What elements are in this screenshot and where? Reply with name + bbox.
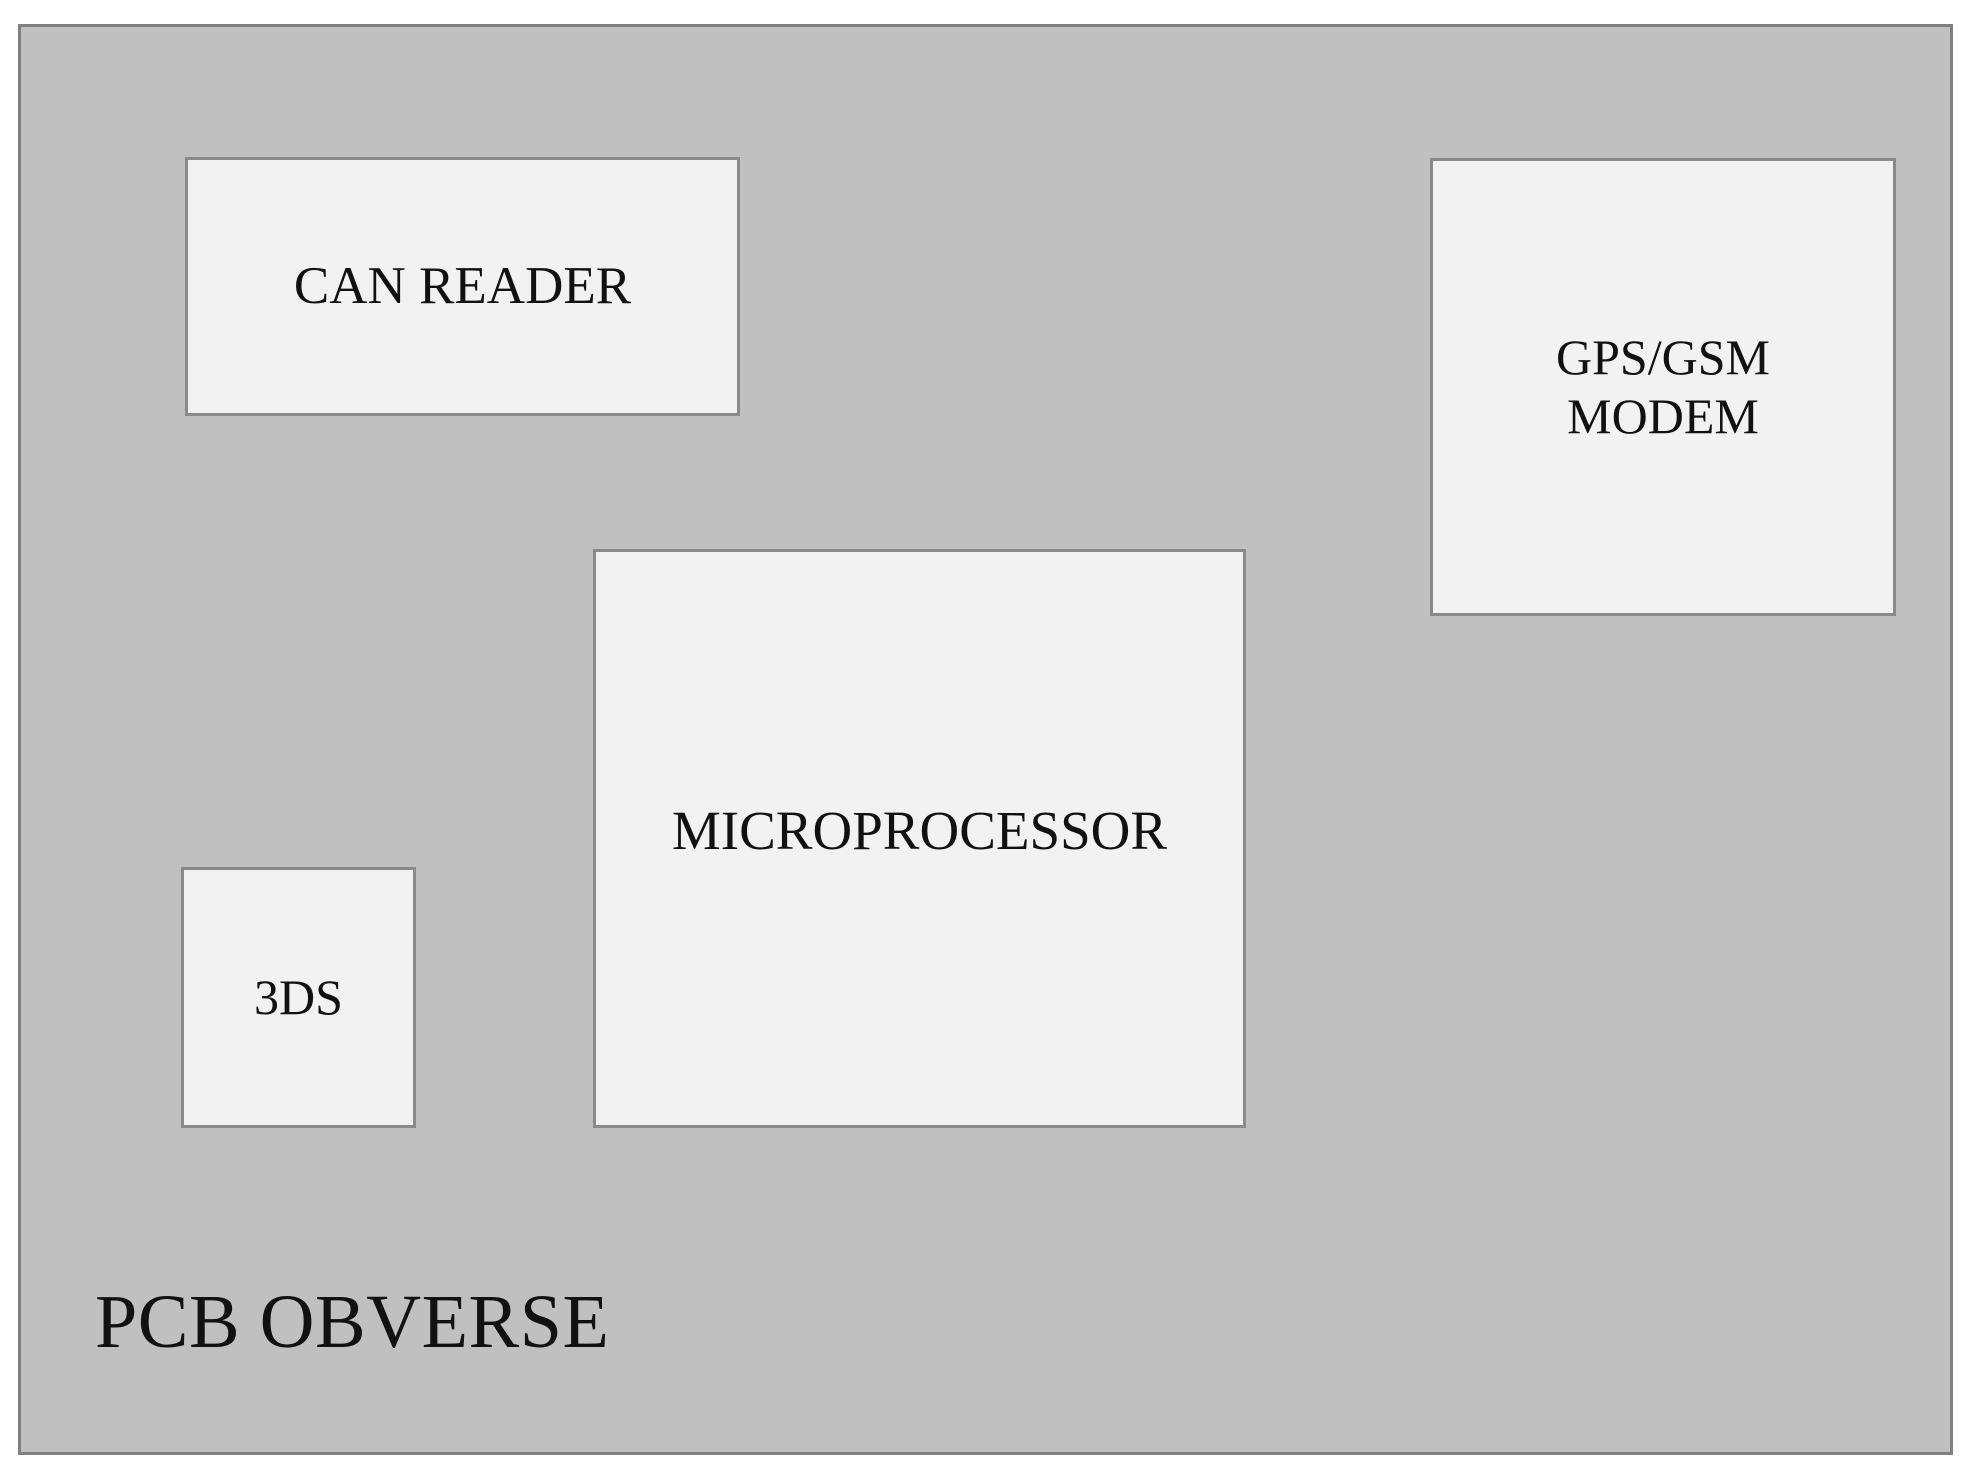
component-label-can-reader: CAN READER xyxy=(293,257,632,316)
board-caption: PCB OBVERSE xyxy=(95,1280,610,1364)
component-label-3ds: 3DS xyxy=(254,969,343,1025)
component-microprocessor[interactable]: MICROPROCESSOR xyxy=(593,549,1246,1128)
pcb-board: CAN READER GPS/GSM MODEM MICROPROCESSOR … xyxy=(18,24,1953,1455)
component-label-microprocessor: MICROPROCESSOR xyxy=(671,800,1168,861)
component-can-reader[interactable]: CAN READER xyxy=(185,157,740,416)
component-3ds[interactable]: 3DS xyxy=(181,867,416,1128)
component-gps-gsm-modem[interactable]: GPS/GSM MODEM xyxy=(1430,158,1896,616)
component-label-gps-gsm-modem: GPS/GSM MODEM xyxy=(1556,329,1770,444)
